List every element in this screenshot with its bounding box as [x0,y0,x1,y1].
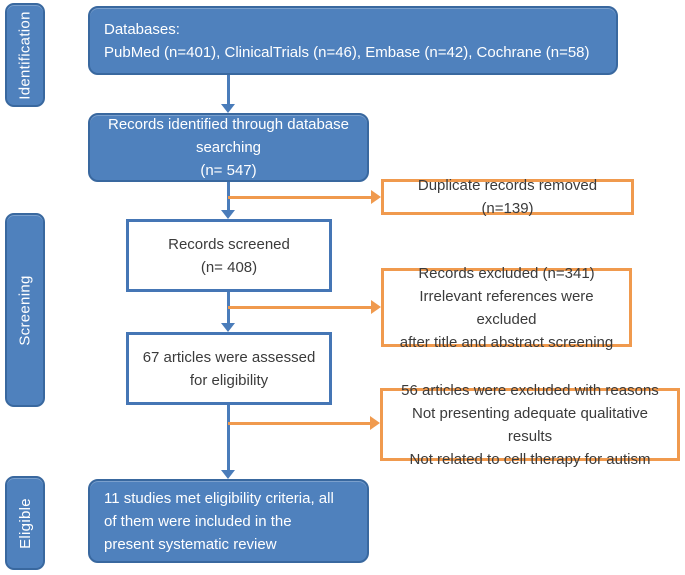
node-records-screened-line2: (n= 408) [200,258,258,276]
arrow-assessed-to-included-head [221,470,235,479]
node-articles-excluded-reasons-line1: 56 articles were excluded with reasons [401,381,659,399]
arrow-to-excluded-line [228,306,371,309]
stage-identification-label: Identification [16,10,34,100]
node-articles-excluded-reasons-line2: Not presenting adequate qualitative resu… [411,404,648,445]
node-records-excluded-line2: Irrelevant references were excluded [419,287,594,328]
node-records-excluded-line3: after title and abstract screening [399,333,614,351]
node-databases: Databases: PubMed (n=401), ClinicalTrial… [88,6,618,75]
node-records-identified: Records identified through database sear… [88,113,369,182]
node-studies-included-line2: of them were included in the [104,512,292,530]
node-articles-assessed: 67 articles were assessed for eligibilit… [126,332,332,405]
node-records-excluded-line1: Records excluded (n=341) [418,264,595,282]
node-articles-excluded-reasons-line3: Not related to cell therapy for autism [409,450,651,468]
arrow-to-excluded-reasons-head [370,416,380,430]
node-records-identified-line1: Records identified through database [108,116,349,133]
stage-identification-label-wrap: Identification [7,5,43,105]
node-records-identified-line2: searching [195,139,262,156]
node-duplicates-removed: Duplicate records removed (n=139) [381,177,634,217]
stage-eligible: Eligible [5,476,45,570]
node-studies-included-line3: present systematic review [104,535,277,553]
arrow-to-excluded-head [371,300,381,314]
arrow-assessed-to-included-line [227,405,230,470]
arrow-databases-to-identified-line [227,75,230,106]
node-databases-line2: PubMed (n=401), ClinicalTrials (n=46), E… [104,43,590,61]
node-databases-line1: Databases: [104,20,180,38]
node-records-screened-line1: Records screened [168,235,290,253]
node-articles-assessed-line1: 67 articles were assessed [142,348,316,366]
node-records-excluded: Records excluded (n=341) Irrelevant refe… [381,265,632,351]
node-studies-included-line1: 11 studies met eligibility criteria, all [104,489,334,507]
node-studies-included: 11 studies met eligibility criteria, all… [88,479,369,563]
stage-identification: Identification [5,3,45,107]
node-articles-excluded-reasons: 56 articles were excluded with reasons N… [380,382,680,468]
node-articles-assessed-line2: for eligibility [189,371,269,389]
node-duplicates-removed-line1: Duplicate records removed (n=139) [417,177,598,217]
arrow-databases-to-identified-head [221,104,235,113]
stage-screening-label: Screening [16,274,34,346]
stage-screening-label-wrap: Screening [7,215,43,405]
node-records-identified-line3: (n= 547) [200,162,257,179]
stage-eligible-label: Eligible [16,497,34,549]
arrow-to-excluded-reasons-line [228,422,370,425]
arrow-screened-to-assessed-head [221,323,235,332]
stage-screening: Screening [5,213,45,407]
arrow-to-duplicates-head [371,190,381,204]
stage-eligible-label-wrap: Eligible [7,478,43,568]
node-records-screened: Records screened (n= 408) [126,219,332,292]
arrow-identified-to-screened-head [221,210,235,219]
arrow-to-duplicates-line [228,196,371,199]
